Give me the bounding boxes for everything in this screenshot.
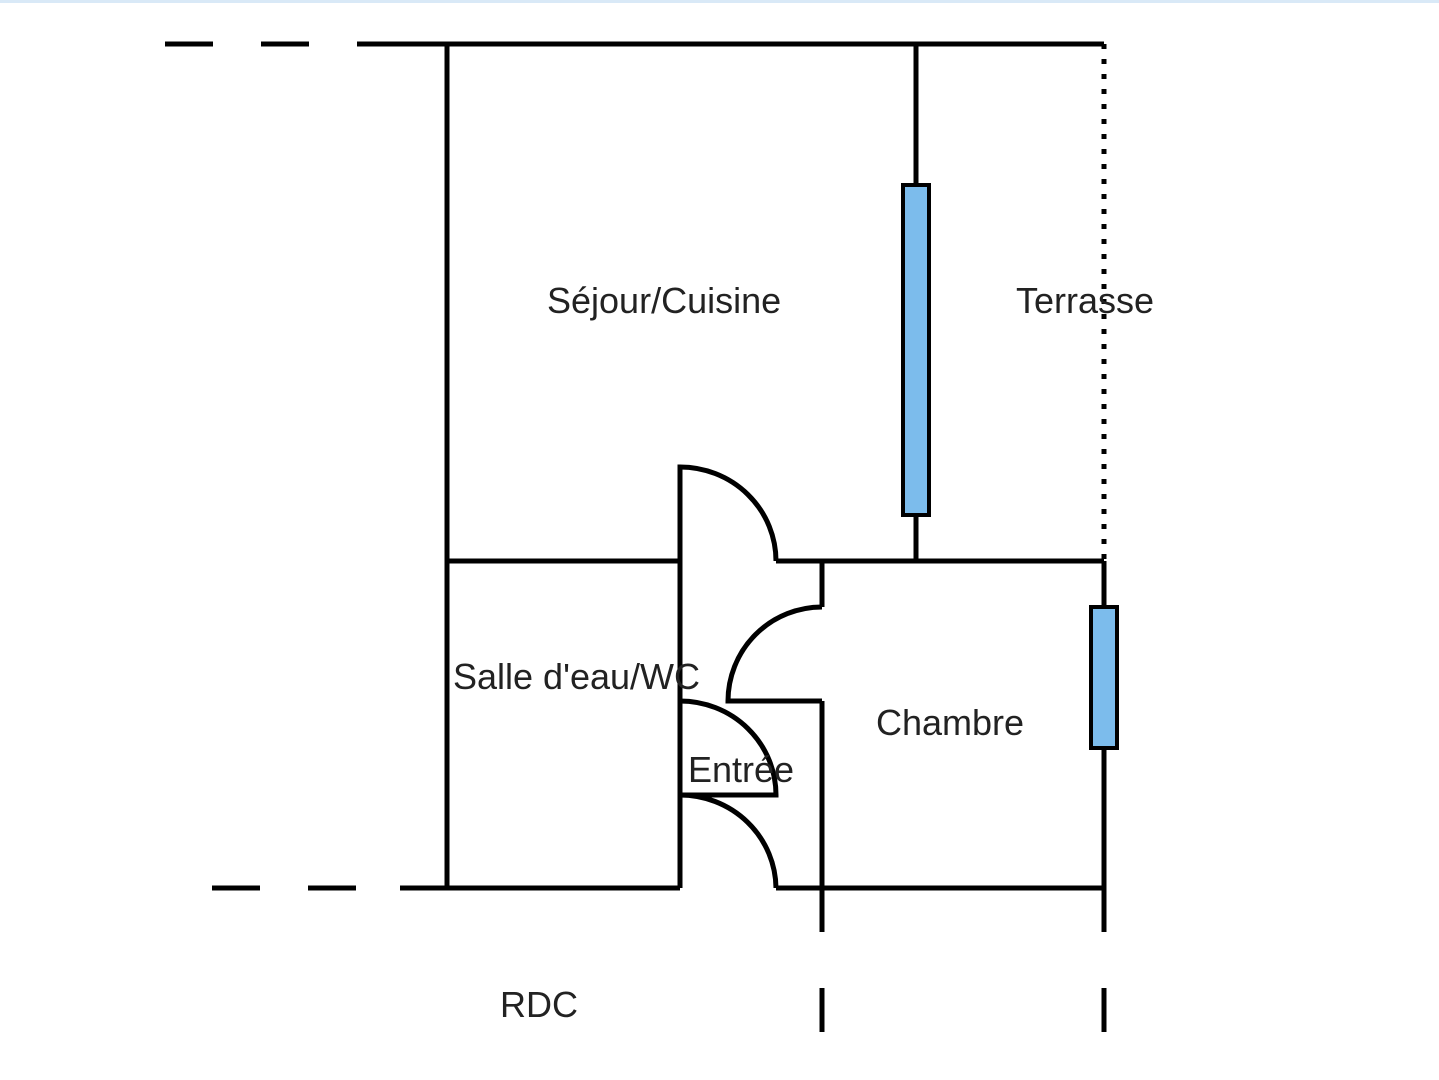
label-chambre: Chambre — [876, 702, 1024, 743]
label-sejour-cuisine: Séjour/Cuisine — [547, 280, 781, 321]
label-terrasse: Terrasse — [1016, 280, 1154, 321]
door-salle-eau — [679, 698, 779, 798]
door-entree — [679, 792, 779, 889]
door-sejour — [677, 464, 779, 562]
label-entree: Entrée — [688, 749, 794, 790]
top-border — [0, 0, 1439, 3]
door-chambre — [725, 604, 823, 704]
label-level-rdc: RDC — [500, 984, 578, 1025]
label-salle-eau-wc: Salle d'eau/WC — [453, 656, 700, 697]
window-chambre — [1089, 605, 1119, 750]
window-sejour — [901, 183, 931, 517]
